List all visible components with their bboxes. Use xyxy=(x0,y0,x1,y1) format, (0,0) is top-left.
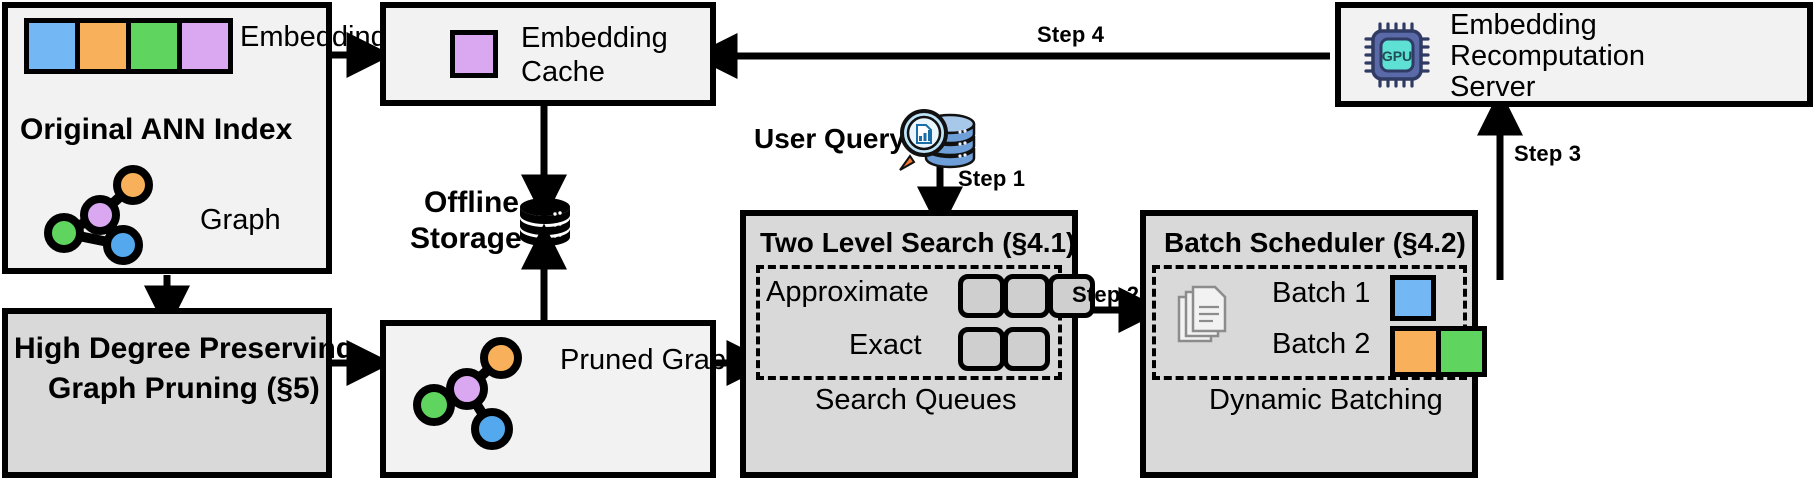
ann-graph-illustration xyxy=(44,165,153,265)
offline-storage-line2: Storage xyxy=(410,222,522,255)
documents-icon xyxy=(1177,285,1227,343)
batch1-label: Batch 1 xyxy=(1272,277,1371,309)
recomputation-server-line1: Embedding xyxy=(1450,9,1597,41)
graph-node-purple xyxy=(80,195,120,235)
embedding-label: Embedding xyxy=(240,21,387,53)
embedding-cache-swatch xyxy=(450,30,498,78)
embedding-cache-line1: Embedding xyxy=(521,22,668,54)
embedding-cache-line2: Cache xyxy=(521,56,605,88)
batch1-item-blue xyxy=(1390,275,1436,321)
embedding-cell-blue xyxy=(29,23,80,69)
graph-pruning-box[interactable] xyxy=(2,308,332,478)
graph-node-green xyxy=(44,213,84,253)
step1-label: Step 1 xyxy=(958,166,1026,191)
pruned-node-orange xyxy=(480,337,522,379)
embedding-cell-purple xyxy=(182,23,228,69)
embedding-cell-orange xyxy=(80,23,131,69)
query-database-search-icon xyxy=(899,109,976,171)
recomputation-server-line3: Server xyxy=(1450,71,1536,103)
approximate-label: Approximate xyxy=(766,276,929,308)
search-queues-group xyxy=(756,265,1062,380)
step4-label: Step 4 xyxy=(1037,22,1105,47)
user-query-label: User Query xyxy=(754,123,905,154)
approximate-slot[interactable] xyxy=(1048,274,1095,318)
pruned-node-blue xyxy=(471,408,513,450)
batch2-item-green xyxy=(1441,331,1482,372)
embedding-cell-green xyxy=(131,23,182,69)
graph-label: Graph xyxy=(200,204,281,236)
graph-node-orange xyxy=(113,165,153,205)
recomputation-server-line2: Recomputation xyxy=(1450,40,1646,72)
exact-queue-slots[interactable] xyxy=(958,327,1050,371)
batch2-label: Batch 2 xyxy=(1272,328,1371,360)
graph-pruning-line2: Graph Pruning (§5) xyxy=(48,372,320,405)
approximate-slot[interactable] xyxy=(958,274,1005,318)
batch-scheduler-title: Batch Scheduler (§4.2) xyxy=(1164,227,1466,258)
exact-slot[interactable] xyxy=(958,327,1005,371)
dynamic-batching-caption: Dynamic Batching xyxy=(1209,384,1443,416)
offline-storage-line1: Offline xyxy=(424,186,519,219)
pruned-graph-label: Pruned Graph xyxy=(560,344,743,376)
gpu-chip-icon: GPU xyxy=(1364,22,1430,88)
approximate-queue-slots[interactable] xyxy=(958,274,1095,318)
database-icon xyxy=(520,198,570,246)
two-level-search-title: Two Level Search (§4.1) xyxy=(760,227,1076,258)
approximate-slot[interactable] xyxy=(1003,274,1050,318)
gpu-chip-text: GPU xyxy=(1382,48,1412,64)
embedding-cache-box[interactable] xyxy=(380,2,716,106)
exact-label: Exact xyxy=(849,329,922,361)
dynamic-batching-group xyxy=(1152,265,1467,380)
step3-label: Step 3 xyxy=(1514,141,1582,166)
pruned-node-purple xyxy=(446,368,488,410)
pruned-graph-illustration xyxy=(413,337,522,450)
step2-label: Step 2 xyxy=(1072,282,1140,307)
search-queues-caption: Search Queues xyxy=(815,384,1017,416)
graph-node-blue xyxy=(103,225,143,265)
pruned-node-green xyxy=(413,384,455,426)
graph-pruning-line1: High Degree Preserving xyxy=(14,332,355,365)
embedding-cells xyxy=(24,18,233,74)
original-ann-index-title: Original ANN Index xyxy=(20,113,293,146)
batch2-items xyxy=(1390,326,1487,377)
exact-slot[interactable] xyxy=(1003,327,1050,371)
batch2-item-orange xyxy=(1395,331,1441,372)
